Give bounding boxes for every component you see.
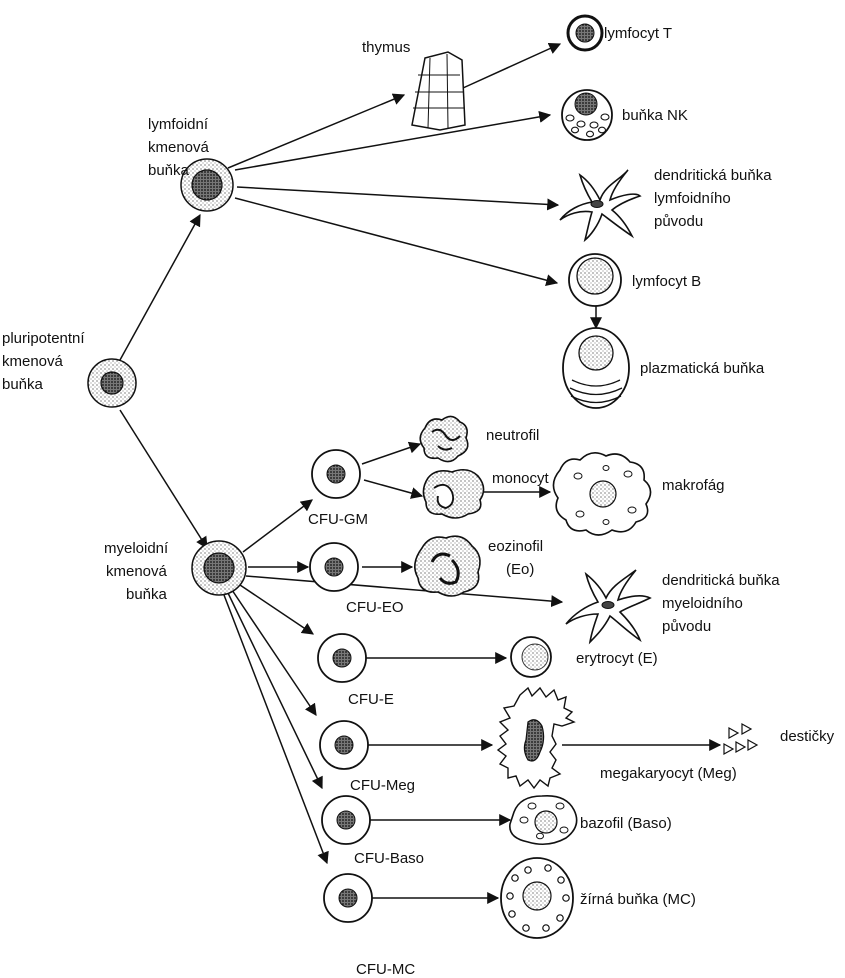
arrow-to-cfu-gm <box>242 499 313 553</box>
label-mast-cell: žírná buňka (MC) <box>580 891 696 908</box>
cfu-baso-cell <box>321 795 371 845</box>
label-t-cell: lymfocyt T <box>604 25 672 42</box>
arrow-to-thymus <box>227 93 406 169</box>
lymphoid-stem-cell <box>180 158 234 212</box>
arrow-to-dendritic-lymphoid <box>236 186 560 211</box>
arrow-thymus-to-t <box>462 42 562 89</box>
label-plasma-cell: plazmatická buňka <box>640 360 765 377</box>
label-platelets: destičky <box>780 728 835 745</box>
mast-cell <box>500 857 574 939</box>
labels: pluripotentní kmenová buňka lymfoidní km… <box>2 25 835 978</box>
arrow-to-b <box>234 197 559 287</box>
label-myeloid-3: buňka <box>126 586 168 603</box>
arrow-to-lymphoid <box>119 213 201 361</box>
label-nk-cell: buňka NK <box>622 107 688 124</box>
label-neutrophil: neutrofil <box>486 427 539 444</box>
cfu-eo-cell <box>309 542 359 592</box>
label-erythrocyte: erytrocyt (E) <box>576 650 658 667</box>
label-b-cell: lymfocyt B <box>632 273 701 290</box>
label-cfu-gm: CFU-GM <box>308 511 368 528</box>
arrow-to-dendritic-myeloid <box>245 575 564 608</box>
label-lymphoid-1: lymfoidní <box>148 116 209 133</box>
cfu-gm-cell <box>311 449 361 499</box>
label-myeloid-1: myeloidní <box>104 540 169 557</box>
label-eosinophil-1: eozinofil <box>488 538 543 555</box>
label-eosinophil-2: (Eo) <box>506 561 534 578</box>
label-myeloid-2: kmenová <box>106 563 168 580</box>
label-cfu-e: CFU-E <box>348 691 394 708</box>
megakaryocyte-cell <box>496 686 576 790</box>
label-lymphoid-3: buňka <box>148 162 190 179</box>
plasma-cell <box>562 327 630 409</box>
label-dendritic-myeloid-3: původu <box>662 618 711 635</box>
neutrophil-cell <box>419 415 469 463</box>
cfu-mc-cell <box>323 873 373 923</box>
label-cfu-meg: CFU-Meg <box>350 777 415 794</box>
label-cfu-baso: CFU-Baso <box>354 850 424 867</box>
label-cfu-eo: CFU-EO <box>346 599 404 616</box>
label-dendritic-myeloid-2: myeloidního <box>662 595 743 612</box>
basophil-cell <box>509 794 578 846</box>
thymus-icon <box>411 51 466 131</box>
arrow-gm-to-monocyte <box>363 479 424 499</box>
arrow-to-myeloid <box>119 409 208 550</box>
label-monocyte: monocyt <box>492 470 550 487</box>
erythrocyte-cell <box>510 636 552 678</box>
label-basophil: bazofil (Baso) <box>580 815 672 832</box>
label-dendritic-lymphoid-3: původu <box>654 213 703 230</box>
arrows <box>119 42 722 904</box>
arrow-to-cfu-e <box>239 584 314 635</box>
dendritic-cell-lymphoid <box>559 169 642 243</box>
eosinophil-cell <box>414 535 481 597</box>
label-thymus: thymus <box>362 39 410 56</box>
dendritic-cell-myeloid <box>565 569 652 645</box>
label-macrophage: makrofág <box>662 477 725 494</box>
t-lymphocyte-cell <box>566 14 604 52</box>
monocyte-cell <box>422 468 485 519</box>
myeloid-stem-cell <box>191 540 247 596</box>
arrow-to-cfu-baso <box>227 592 323 790</box>
label-dendritic-lymphoid-1: dendritická buňka <box>654 167 772 184</box>
b-lymphocyte-cell <box>568 253 622 307</box>
label-lymphoid-2: kmenová <box>148 139 210 156</box>
label-pluripotent-2: kmenová <box>2 353 64 370</box>
label-pluripotent-1: pluripotentní <box>2 330 85 347</box>
arrow-gm-to-neutrophil <box>361 441 422 465</box>
label-dendritic-myeloid-1: dendritická buňka <box>662 572 780 589</box>
platelets-icon <box>723 722 759 756</box>
arrow-to-cfu-meg <box>231 589 317 716</box>
label-dendritic-lymphoid-2: lymfoidního <box>654 190 731 207</box>
label-megakaryocyte: megakaryocyt (Meg) <box>600 765 737 782</box>
label-pluripotent-3: buňka <box>2 376 44 393</box>
cfu-e-cell <box>317 633 367 683</box>
nk-cell <box>561 89 613 141</box>
macrophage-cell <box>552 452 652 536</box>
label-cfu-mc: CFU-MC <box>356 961 415 978</box>
pluripotent-stem-cell <box>87 358 137 408</box>
arrow-to-cfu-mc <box>223 594 329 865</box>
arrow-to-nk <box>234 110 552 171</box>
cfu-meg-cell <box>319 720 369 770</box>
